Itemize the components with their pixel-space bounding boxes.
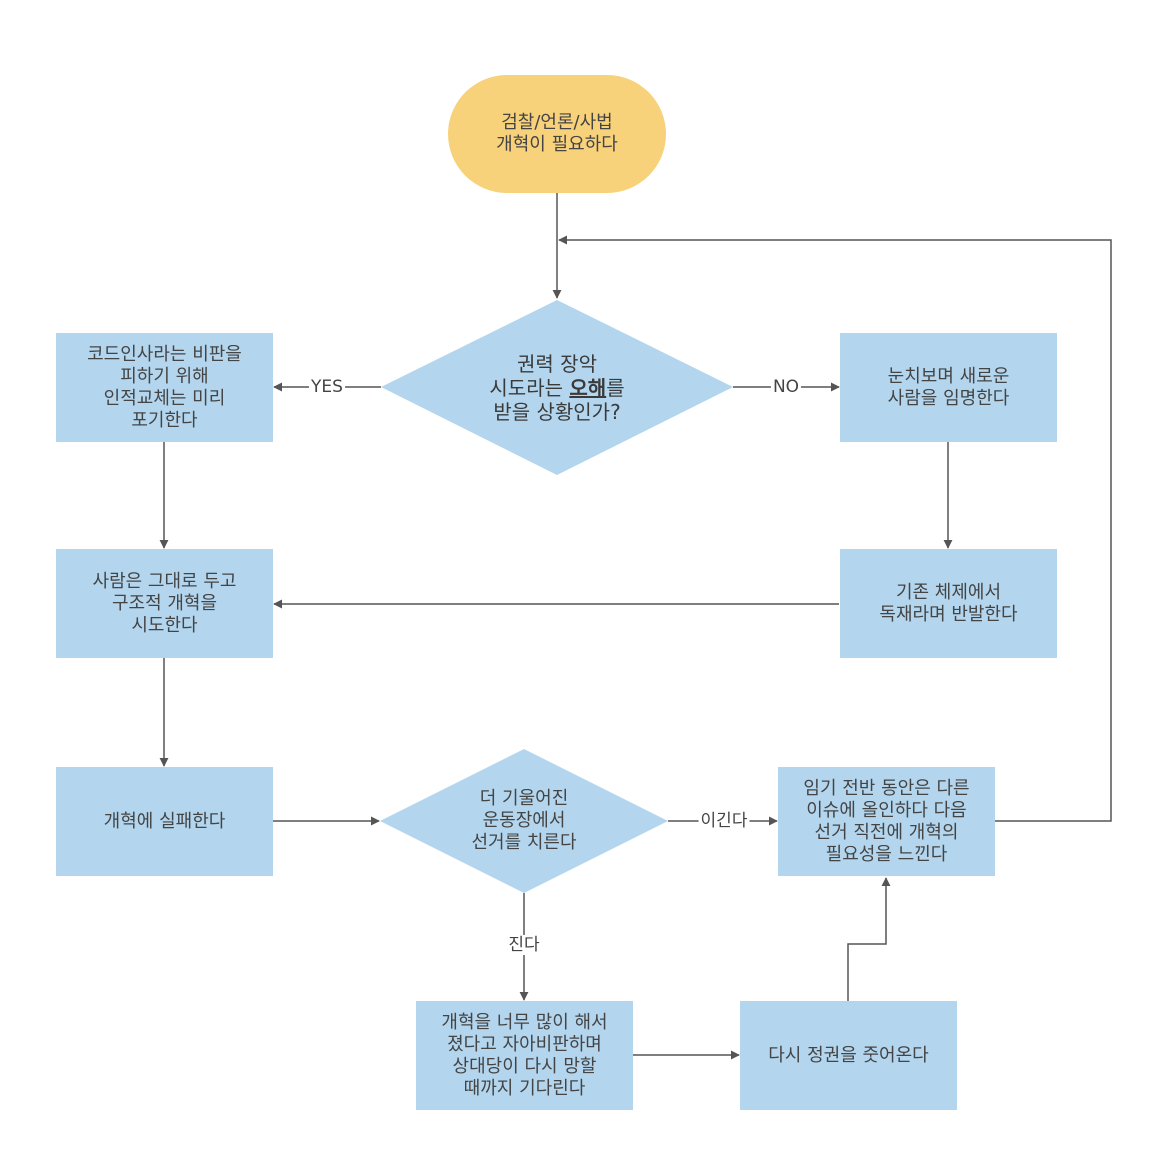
backlash-box: 기존 체제에서 독재라며 반발한다 — [840, 549, 1057, 658]
regain-power-text: 다시 정권을 줏어온다 — [768, 1044, 929, 1066]
reform-fail-text: 개혁에 실패한다 — [103, 810, 226, 832]
structural-reform-text: 사람은 그대로 두고 구조적 개혁을 시도한다 — [92, 570, 237, 636]
emphasis-misunderstanding: 오해 — [569, 375, 607, 400]
win-box-text: 임기 전반 동안은 다른 이슈에 올인하다 다음 선거 직전에 개혁의 필요성을… — [803, 777, 970, 865]
no-box: 눈치보며 새로운 사람을 임명한다 — [840, 333, 1057, 442]
decision-election-text: 더 기울어진 운동장에서 선거를 치른다 — [471, 788, 577, 853]
decision-power-line2: 시도라는 오해를 — [489, 375, 625, 400]
reform-fail-box: 개혁에 실패한다 — [56, 767, 273, 876]
decision-power-line3: 받을 상황인가? — [493, 399, 621, 424]
yes-box: 코드인사라는 비판을 피하기 위해 인적교체는 미리 포기한다 — [56, 333, 273, 442]
win-box: 임기 전반 동안은 다른 이슈에 올인하다 다음 선거 직전에 개혁의 필요성을… — [778, 767, 995, 876]
decision-election: 더 기울어진 운동장에서 선거를 치른다 — [434, 776, 614, 866]
decision-power-shape — [381, 300, 733, 475]
backlash-text: 기존 체제에서 독재라며 반발한다 — [879, 581, 1018, 625]
edge-label-win: 이긴다 — [698, 811, 750, 831]
edge-label-yes: YES — [309, 377, 345, 397]
edge-win-loop-back — [558, 235, 1112, 822]
edge-label-no: NO — [770, 377, 802, 397]
lose-box-text: 개혁을 너무 많이 해서 졌다고 자아비판하며 상대당이 다시 망할 때까지 기… — [441, 1011, 608, 1099]
start-terminal: 검찰/언론/사법 개혁이 필요하다 — [448, 75, 666, 193]
edge-label-lose: 진다 — [506, 935, 542, 955]
decision-power-line1: 권력 장악 — [517, 351, 597, 376]
no-box-text: 눈치보며 새로운 사람을 임명한다 — [887, 365, 1010, 409]
lose-box: 개혁을 너무 많이 해서 졌다고 자아비판하며 상대당이 다시 망할 때까지 기… — [416, 1001, 633, 1110]
decision-power: 권력 장악 시도라는 오해를 받을 상황인가? — [431, 330, 683, 445]
decision-election-shape — [380, 749, 668, 893]
yes-box-text: 코드인사라는 비판을 피하기 위해 인적교체는 미리 포기한다 — [87, 343, 242, 431]
structural-reform-box: 사람은 그대로 두고 구조적 개혁을 시도한다 — [56, 549, 273, 658]
regain-power-box: 다시 정권을 줏어온다 — [740, 1001, 957, 1110]
edge-regain-to-win — [847, 877, 891, 1001]
start-text: 검찰/언론/사법 개혁이 필요하다 — [496, 112, 618, 155]
